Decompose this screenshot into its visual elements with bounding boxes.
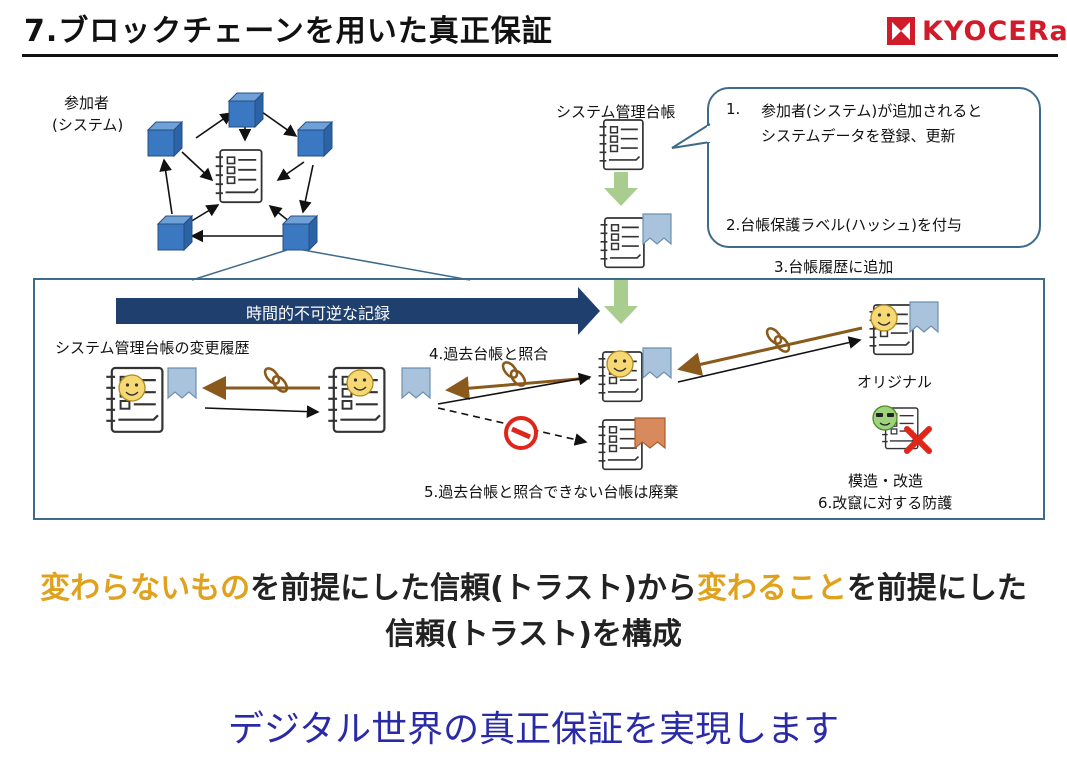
participant-cube-icon [228, 92, 264, 128]
message-line2: 信頼(トラスト)を構成 [385, 617, 682, 652]
prohibited-icon [504, 416, 538, 450]
ledger-icon [214, 149, 263, 204]
participant-cube-icon [282, 215, 318, 251]
forged-label: 模造・改造 [848, 472, 924, 490]
callout-tail [671, 123, 711, 149]
participant-sublabel: (システム) [52, 116, 124, 134]
protected-ledger-icon [599, 217, 645, 269]
kyocera-logo: KYOCERa [886, 14, 1067, 48]
message-line1-end: を前提にした [846, 571, 1027, 606]
timeline-arrow [116, 287, 600, 335]
step6-label: 6.改竄に対する防護 [818, 494, 953, 512]
invalid-ribbon-icon [634, 417, 666, 450]
callout-step2: 2.台帳保護ラベル(ハッシュ)を付与 [726, 216, 963, 234]
callout-step1-number: 1. [726, 100, 741, 118]
slogan: デジタル世界の真正保証を実現します [227, 709, 840, 750]
participant-cube-icon [297, 121, 333, 157]
participant-label: 参加者 [64, 94, 110, 112]
ledger-history-frame [33, 278, 1045, 520]
logo-text: KYOCERa [922, 15, 1067, 47]
green-arrow-down [604, 172, 638, 206]
sunglasses-smiley-icon [872, 405, 898, 431]
participant-cube-icon [147, 121, 183, 157]
callout-step1-line2: システムデータを登録、更新 [761, 127, 956, 145]
highlight-changing: 変わること [696, 571, 847, 606]
hash-ribbon-icon [642, 213, 672, 245]
original-label: オリジナル [857, 373, 933, 391]
step4-label: 4.過去台帳と照合 [429, 345, 549, 363]
callout-step1-line1: 参加者(システム)が追加されると [761, 102, 983, 120]
callout-box [707, 87, 1041, 248]
message-line1: 変わらないものを前提にした信頼(トラスト)から変わることを前提にした [0, 563, 1067, 607]
green-arrow-down [604, 280, 638, 324]
highlight-unchanging: 変わらないもの [40, 571, 251, 606]
kyocera-logo-mark-icon [887, 17, 915, 45]
participant-network [147, 92, 333, 251]
system-ledger-label: システム管理台帳 [556, 103, 676, 121]
timeline-label: 時間的不可逆な記録 [246, 304, 391, 323]
system-ledger-icon [598, 119, 644, 171]
step5-label: 5.過去台帳と照合できない台帳は廃棄 [424, 483, 679, 501]
reject-x-icon [904, 426, 932, 454]
page-title: 7.ブロックチェーンを用いた真正保証 [24, 14, 553, 49]
history-label: システム管理台帳の変更履歴 [55, 339, 250, 357]
step3-label: 3.台帳履歴に追加 [774, 258, 894, 276]
message-line1-mid: を前提にした信頼(トラスト)から [250, 571, 697, 606]
title-underline [22, 54, 1058, 57]
participant-cube-icon [157, 215, 193, 251]
